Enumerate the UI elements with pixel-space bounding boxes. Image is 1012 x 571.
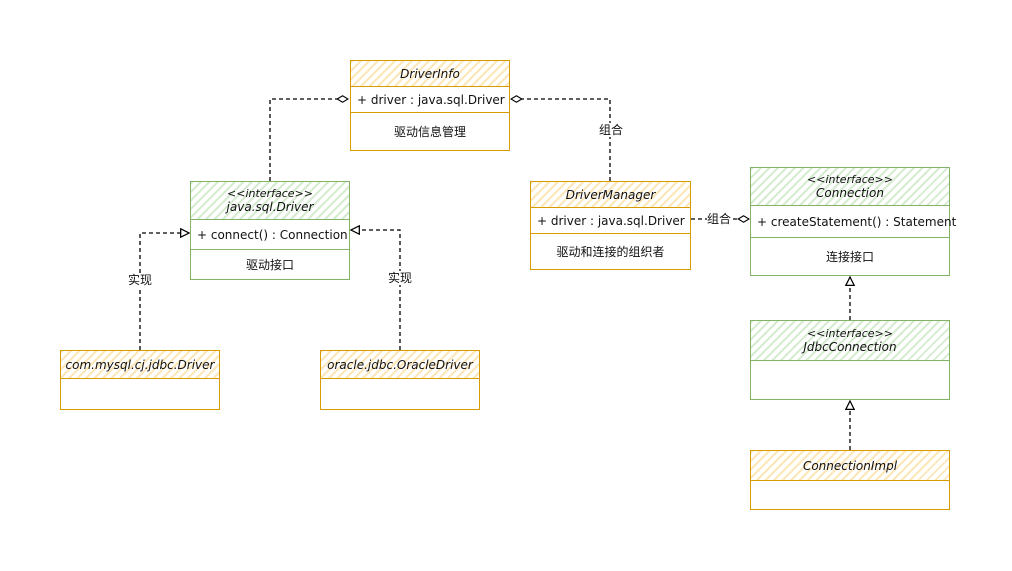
class-name: java.sql.Driver <box>226 199 314 214</box>
attribute-driver: + driver : java.sql.Driver <box>531 208 690 234</box>
class-name: DriverInfo <box>400 66 460 81</box>
interface-connection[interactable]: <<interface>> Connection + createStateme… <box>750 167 956 276</box>
edge-label-implements-right: 实现 <box>386 271 415 285</box>
stereotype: <<interface>> <box>807 172 893 186</box>
edge-label-implements-left: 实现 <box>126 273 155 287</box>
class-note: 驱动信息管理 <box>393 125 466 139</box>
edge-label-composition-top: 组合 <box>597 123 626 137</box>
edge-driver-to-driverinfo <box>269 95 350 181</box>
class-name: com.mysql.cj.jdbc.Driver <box>65 357 215 372</box>
class-connectionimpl[interactable]: ConnectionImpl <box>750 450 950 510</box>
edge-drivermanager-to-driverinfo <box>509 95 611 181</box>
stereotype: <<interface>> <box>807 326 893 340</box>
class-oracle-driver[interactable]: oracle.jdbc.OracleDriver <box>320 350 480 410</box>
interface-jdbcconnection[interactable]: <<interface>> JdbcConnection <box>750 320 950 400</box>
edge-label-composition-mid: 组合 <box>707 212 732 226</box>
interface-java-sql-driver[interactable]: <<interface>> java.sql.Driver + connect(… <box>190 181 350 280</box>
class-note: 连接接口 <box>825 250 874 264</box>
class-name: JdbcConnection <box>803 339 897 354</box>
stereotype: <<interface>> <box>227 186 313 200</box>
class-name: ConnectionImpl <box>802 458 898 473</box>
edge-oracle-implements-driver <box>351 230 401 350</box>
class-name: oracle.jdbc.OracleDriver <box>327 357 473 372</box>
attribute-driver: + driver : java.sql.Driver <box>351 87 509 113</box>
edge-mysql-implements-driver <box>139 233 189 350</box>
class-drivermanager[interactable]: DriverManager + driver : java.sql.Driver… <box>530 181 691 270</box>
method-connect: + connect() : Connection <box>191 220 349 250</box>
class-note: 驱动和连接的组织者 <box>556 245 665 259</box>
method-createstatement: + createStatement() : Statement <box>751 206 956 238</box>
class-name: DriverManager <box>565 187 656 202</box>
class-driverinfo[interactable]: DriverInfo + driver : java.sql.Driver 驱动… <box>350 60 510 151</box>
class-mysql-driver[interactable]: com.mysql.cj.jdbc.Driver <box>60 350 220 410</box>
class-name: Connection <box>816 185 884 200</box>
class-note: 驱动接口 <box>245 258 294 272</box>
